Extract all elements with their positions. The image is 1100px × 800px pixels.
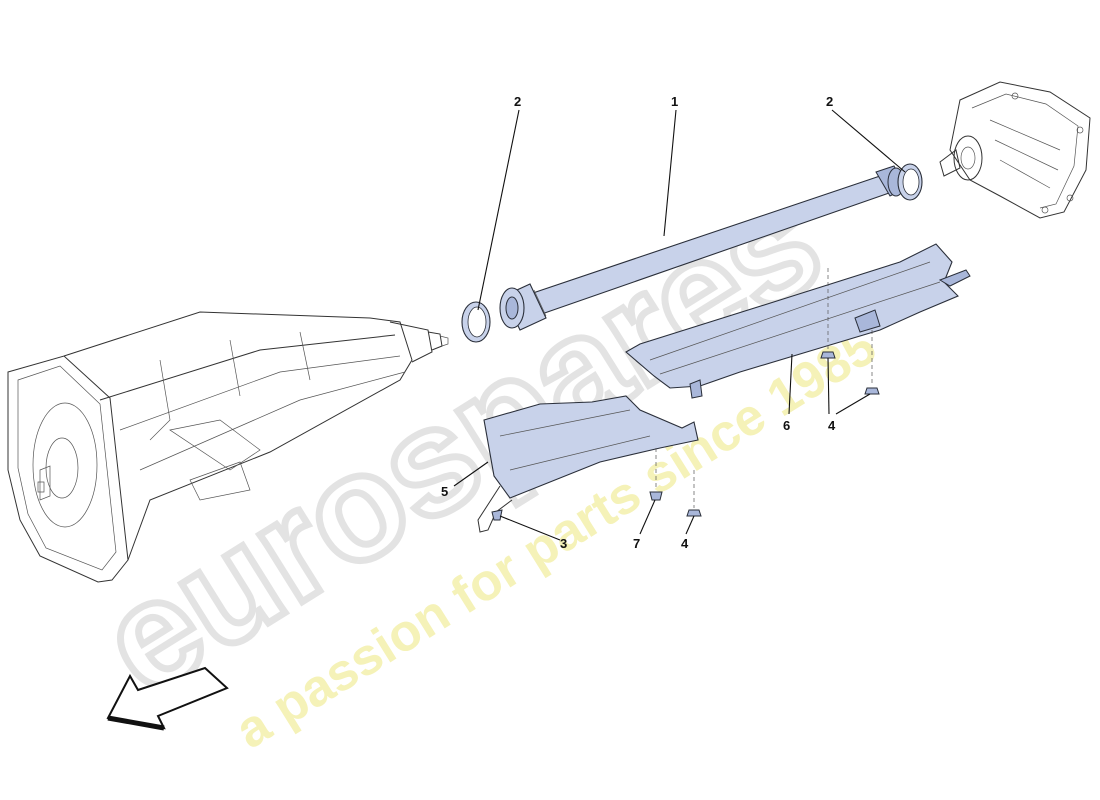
bolt-icon-7 — [649, 448, 663, 501]
callout-5: 5 — [441, 484, 448, 499]
direction-arrow-icon — [106, 666, 229, 731]
gearbox-housing — [7, 311, 449, 583]
leader-lines — [453, 109, 906, 541]
callout-4-right: 4 — [828, 418, 836, 433]
nut-icon-4c — [686, 470, 702, 517]
callout-2-left: 2 — [514, 94, 521, 109]
nut-icon-4a — [820, 268, 836, 359]
callout-2-right: 2 — [826, 94, 833, 109]
watermark: eurospares a passion for parts since 198… — [69, 153, 886, 761]
heat-shield-long — [625, 243, 971, 399]
clip-icon-3 — [491, 509, 503, 521]
callout-3: 3 — [560, 536, 567, 551]
fasteners — [491, 268, 880, 521]
callout-7: 7 — [633, 536, 640, 551]
rear-transaxle-housing — [939, 81, 1091, 219]
nut-icon-4b — [864, 330, 880, 395]
heat-shield-short — [477, 395, 699, 533]
callout-6: 6 — [783, 418, 790, 433]
callout-1: 1 — [671, 94, 678, 109]
callouts: 2 1 2 6 4 5 3 7 4 — [441, 94, 836, 551]
callout-4-bottom: 4 — [681, 536, 689, 551]
seal-ring-left — [461, 301, 491, 343]
seal-ring-right — [897, 163, 923, 201]
